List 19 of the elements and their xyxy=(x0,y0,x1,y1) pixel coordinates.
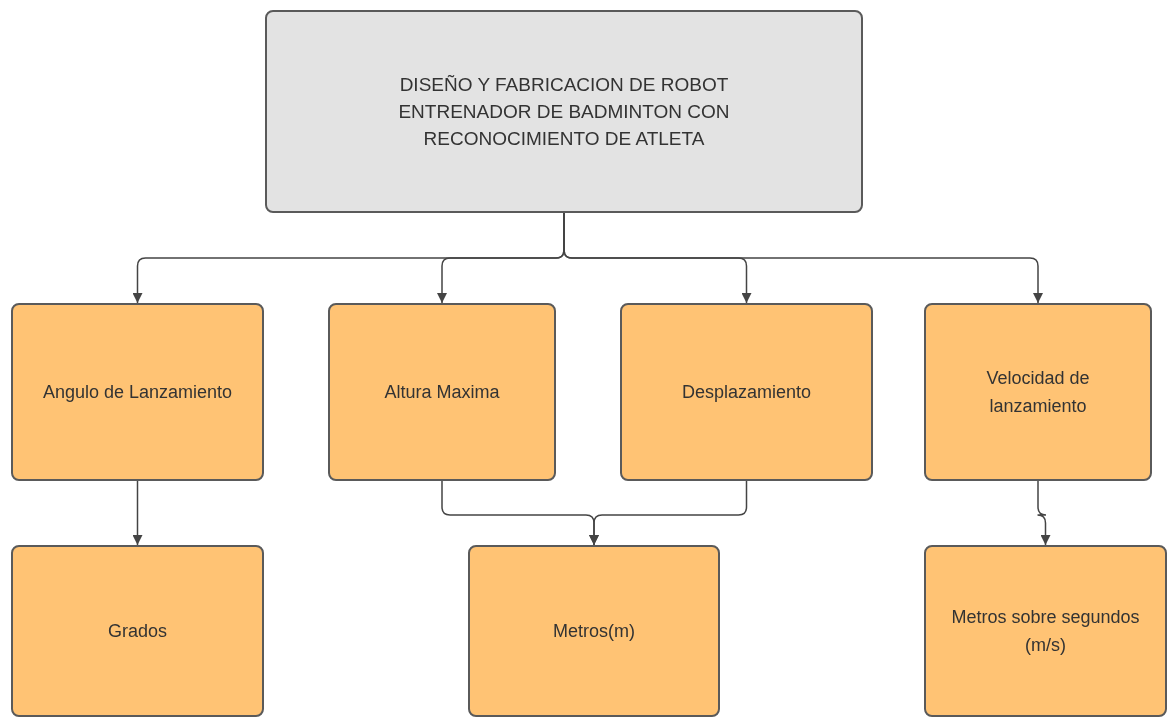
process-box xyxy=(328,303,556,481)
node-label: Angulo de Lanzamiento xyxy=(42,381,233,404)
node-label: Velocidad de lanzamiento xyxy=(985,367,1091,418)
process-box xyxy=(11,303,264,481)
node-label: Grados xyxy=(108,620,167,643)
process-box xyxy=(11,545,264,717)
process-box xyxy=(468,545,720,717)
node-label: Metros(m) xyxy=(553,620,635,643)
node-label: DISEÑO Y FABRICACION DE ROBOT ENTRENADOR DE BADMINTON CON RECONOCIMIENTO DE ATLETA xyxy=(397,73,731,151)
arrow xyxy=(1036,480,1051,546)
node-label: Metros sobre segundos (m/s) xyxy=(950,606,1141,657)
node-label: Altura Maxima xyxy=(384,381,500,404)
arrow xyxy=(589,480,748,546)
arrow xyxy=(132,480,143,546)
node-label: Desplazamiento xyxy=(681,381,812,404)
title-box xyxy=(265,10,863,213)
process-box xyxy=(924,545,1167,717)
process-box xyxy=(620,303,873,481)
process-box xyxy=(924,303,1152,481)
